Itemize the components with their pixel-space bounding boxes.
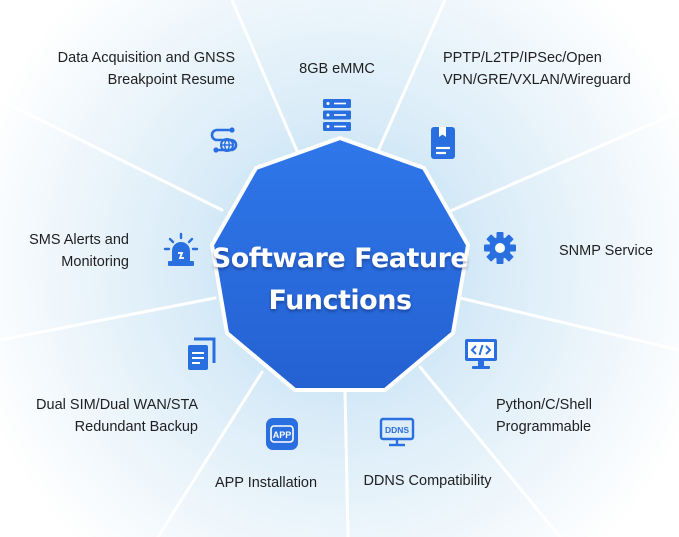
feature-app-label: APP Installation bbox=[214, 475, 318, 491]
alarm-light-icon bbox=[162, 231, 200, 269]
feature-emmc-label: 8GB eMMC bbox=[299, 61, 375, 77]
gear-icon bbox=[481, 229, 519, 267]
ddns-monitor-icon: DDNS bbox=[378, 413, 416, 451]
svg-text:APP: APP bbox=[273, 430, 292, 440]
feature-python-label: Python/C/Shell Programmable bbox=[496, 397, 592, 435]
center-title-line-1: Software Feature bbox=[211, 243, 469, 274]
copy-files-icon bbox=[182, 335, 220, 373]
app-icon: APP bbox=[263, 415, 301, 453]
feature-sms-label: SMS Alerts and Monitoring bbox=[29, 232, 129, 270]
feature-ddns-label: DDNS Compatibility bbox=[363, 473, 492, 489]
feature-dual-sim-label: Dual SIM/Dual WAN/STA Redundant Backup bbox=[36, 397, 198, 435]
feature-data-acquisition-label: Data Acquisition and GNSS Breakpoint Res… bbox=[57, 50, 235, 88]
server-storage-icon bbox=[318, 96, 356, 134]
svg-text:DDNS: DDNS bbox=[385, 425, 409, 435]
center-title-line-2: Functions bbox=[268, 285, 412, 316]
code-monitor-icon bbox=[462, 335, 500, 373]
center-title: Software Feature Functions bbox=[200, 238, 480, 322]
feature-vpn-label: PPTP/L2TP/IPSec/Open VPN/GRE/VXLAN/Wireg… bbox=[443, 50, 631, 88]
data-flow-icon bbox=[205, 124, 243, 162]
feature-snmp-label: SNMP Service bbox=[559, 243, 654, 259]
center-nonagon bbox=[209, 135, 471, 392]
document-icon bbox=[424, 124, 462, 162]
